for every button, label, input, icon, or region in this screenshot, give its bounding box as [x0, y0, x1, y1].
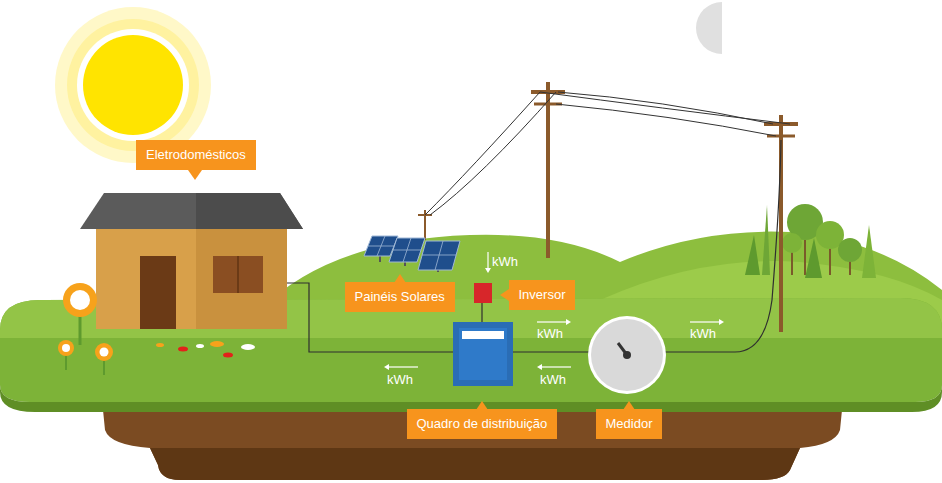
sun: [83, 35, 183, 135]
energy-unit-label: kWh: [387, 372, 413, 387]
sun-halo: [67, 19, 199, 151]
tree: [862, 225, 876, 278]
sun-ring: [77, 29, 189, 141]
energy-unit-label: kWh: [537, 326, 563, 341]
callout-text: Inversor: [519, 287, 566, 303]
tree: [782, 233, 802, 253]
solar-panels: [364, 236, 460, 272]
tree: [745, 235, 760, 275]
inverter: [474, 283, 492, 303]
energy-unit-label: kWh: [690, 326, 716, 341]
callout-box: Inversor: [509, 280, 576, 310]
callout-text: Eletrodomésticos: [146, 147, 246, 163]
house-roof: [80, 193, 303, 229]
soil-deep: [150, 448, 800, 480]
callout-box: Medidor: [596, 409, 663, 439]
callout-box: Quadro de distribuição: [407, 409, 558, 439]
callout-pointers: [188, 170, 635, 410]
meter: [588, 316, 666, 394]
tree: [805, 238, 822, 278]
callout-text: Painéis Solares: [355, 289, 445, 305]
house-door: [140, 256, 176, 329]
moon: [696, 2, 722, 54]
callout-text: Medidor: [606, 416, 653, 432]
callout-box: Painéis Solares: [345, 282, 455, 312]
callout-box: Eletrodomésticos: [136, 140, 256, 170]
ground-edge: [0, 385, 942, 412]
distribution-board: [453, 322, 513, 386]
energy-unit-label: kWh: [540, 372, 566, 387]
house-window: [213, 256, 263, 293]
tree: [838, 238, 862, 262]
power-poles: [418, 82, 798, 332]
tree: [762, 205, 770, 275]
overhead-wires: [425, 92, 790, 215]
wiring: [287, 140, 781, 352]
callout-text: Quadro de distribuição: [417, 416, 548, 432]
house-wall: [96, 226, 287, 329]
flowers: [58, 283, 255, 375]
energy-unit-label: kWh: [492, 254, 518, 269]
